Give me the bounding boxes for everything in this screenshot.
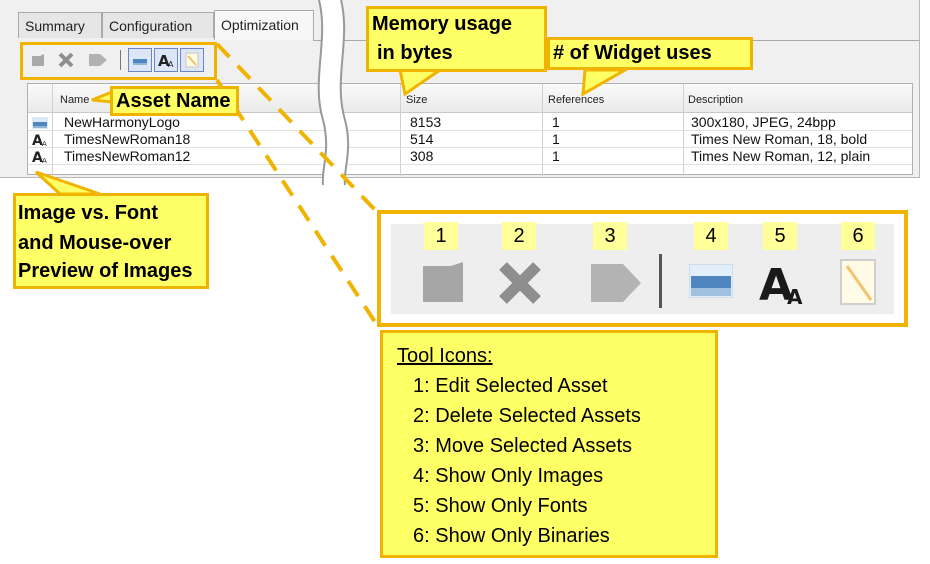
column-separator [400, 84, 401, 112]
asset-name: NewHarmonyLogo [64, 114, 180, 130]
zoomed-toolbar-strip: 1 2 3 4 5 6 A A [391, 222, 894, 314]
show-fonts-icon: AA [158, 52, 174, 68]
show-images-icon[interactable] [689, 264, 733, 298]
column-line [542, 112, 543, 176]
legend-item: 2: Delete Selected Assets [413, 405, 641, 427]
show-images-icon [132, 54, 148, 66]
svg-text:A: A [787, 285, 803, 306]
column-name[interactable]: Name [60, 94, 90, 106]
svg-text:A: A [42, 140, 47, 147]
svg-text:A: A [168, 60, 174, 68]
edit-icon[interactable] [421, 260, 465, 304]
callout-text: Preview of Images [18, 260, 193, 282]
asset-name-callout: Asset Name [110, 86, 239, 116]
edit-asset-button[interactable] [26, 48, 50, 72]
memory-usage-callout: Memory usage in bytes [366, 6, 547, 72]
column-separator [542, 84, 543, 112]
column-references[interactable]: References [548, 94, 605, 106]
tool-icons-legend: Tool Icons: 1: Edit Selected Asset 2: De… [380, 330, 718, 558]
tool-number-1: 1 [424, 222, 458, 250]
widget-uses-callout: # of Widget uses [547, 37, 753, 70]
asset-description: 300x180, JPEG, 24bpp [691, 114, 836, 130]
show-fonts-icon[interactable]: A A [757, 258, 807, 306]
asset-description: Times New Roman, 18, bold [691, 131, 868, 147]
asset-references: 1 [552, 148, 560, 164]
toolbar-highlight [20, 42, 217, 80]
callout-text: # of Widget uses [553, 42, 712, 64]
toolbar-separator [120, 50, 121, 70]
image-icon [32, 116, 48, 132]
legend-title: Tool Icons: [397, 345, 493, 367]
column-line [52, 112, 53, 176]
asset-references: 1 [552, 131, 560, 147]
svg-text:A: A [32, 150, 43, 164]
show-binaries-icon [185, 52, 199, 68]
column-separator [52, 84, 53, 112]
table-row[interactable]: NewHarmonyLogo 8153 1 300x180, JPEG, 24b… [28, 114, 912, 131]
svg-text:A: A [759, 260, 793, 306]
delete-asset-button[interactable] [54, 48, 78, 72]
image-font-callout: Image vs. Font and Mouse-over Preview of… [13, 193, 209, 289]
asset-name: TimesNewRoman12 [64, 148, 191, 164]
column-separator [683, 84, 684, 112]
asset-size: 308 [410, 148, 434, 164]
callout-text: Image vs. Font [18, 202, 159, 224]
toolbar-separator [659, 254, 662, 308]
legend-item: 5: Show Only Fonts [413, 495, 588, 517]
tab-summary[interactable]: Summary [18, 12, 102, 38]
callout-text: Asset Name [116, 90, 231, 112]
asset-description: Times New Roman, 12, plain [691, 148, 871, 164]
callout-text: in bytes [377, 42, 453, 64]
column-description[interactable]: Description [688, 94, 744, 106]
tool-number-6: 6 [841, 222, 875, 250]
tool-number-4: 4 [694, 222, 728, 250]
move-icon [89, 54, 107, 66]
asset-size: 514 [410, 131, 434, 147]
show-binaries-icon[interactable] [839, 258, 877, 306]
show-images-button[interactable] [128, 48, 152, 72]
asset-references: 1 [552, 114, 560, 130]
move-icon[interactable] [589, 262, 643, 304]
tab-optimization[interactable]: Optimization [214, 10, 314, 40]
svg-text:A: A [32, 133, 43, 147]
legend-item: 6: Show Only Binaries [413, 525, 610, 547]
screenshot-break [317, 0, 350, 185]
svg-text:A: A [158, 52, 170, 68]
zoomed-toolbar: 1 2 3 4 5 6 A A [377, 210, 908, 327]
delete-icon[interactable] [497, 260, 543, 306]
delete-icon [58, 52, 74, 68]
column-line [683, 112, 684, 176]
svg-text:A: A [42, 157, 47, 164]
tool-number-5: 5 [763, 222, 797, 250]
tool-number-3: 3 [593, 222, 627, 250]
tab-configuration[interactable]: Configuration [102, 12, 214, 38]
column-line [400, 112, 401, 176]
show-binaries-button[interactable] [180, 48, 204, 72]
callout-text: Memory usage [372, 13, 513, 35]
legend-item: 3: Move Selected Assets [413, 435, 633, 457]
asset-size: 8153 [410, 114, 442, 130]
legend-item: 4: Show Only Images [413, 465, 604, 487]
column-size[interactable]: Size [406, 94, 428, 106]
legend-item: 1: Edit Selected Asset [413, 375, 608, 397]
move-asset-button[interactable] [86, 48, 110, 72]
callout-text: and Mouse-over [18, 232, 172, 254]
asset-name: TimesNewRoman18 [64, 131, 191, 147]
edit-icon [32, 54, 44, 66]
tool-number-2: 2 [502, 222, 536, 250]
